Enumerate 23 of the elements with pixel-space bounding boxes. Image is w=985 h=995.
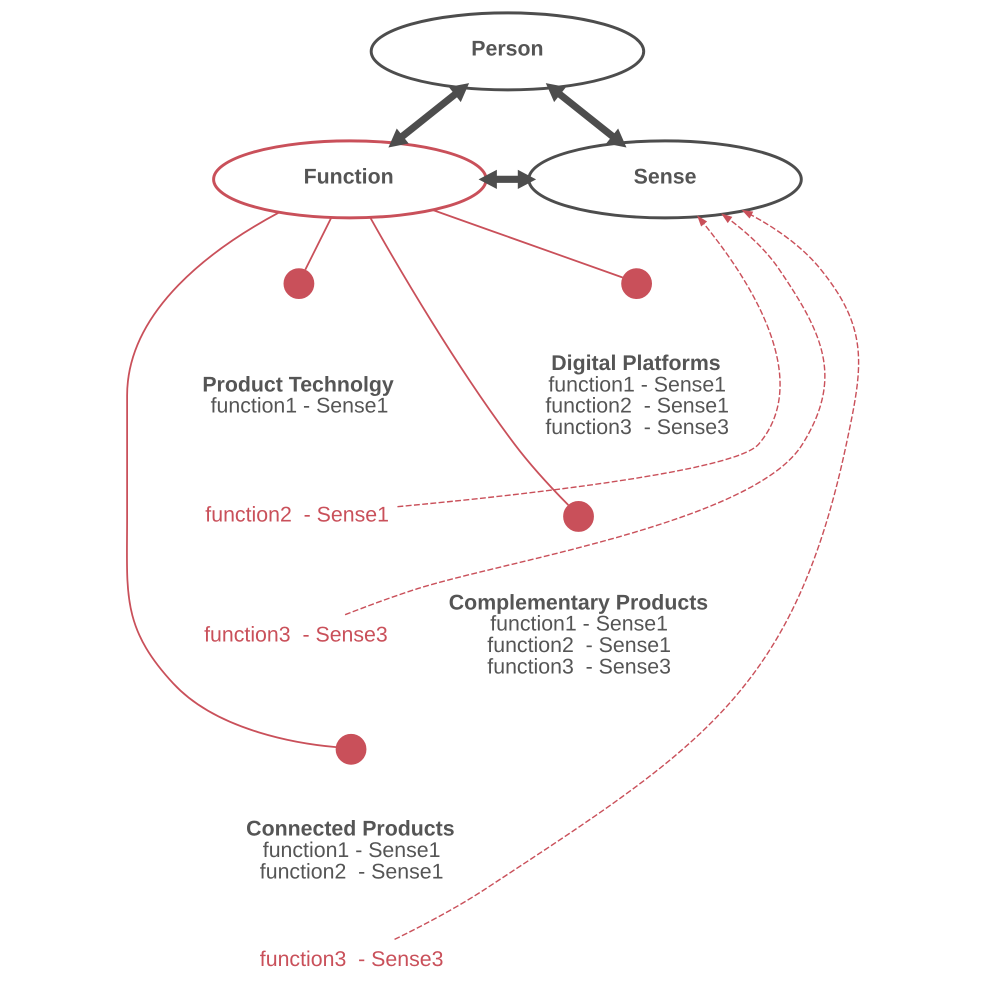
node-circle — [335, 734, 366, 765]
arrow — [545, 83, 626, 148]
arrow — [396, 215, 780, 508]
connector — [304, 218, 332, 270]
arrow — [478, 170, 536, 189]
node-text: function2 - Sense1 — [204, 502, 388, 527]
arrow — [394, 210, 859, 940]
node-label: function2 - Sense1 — [259, 859, 443, 884]
node-ellipse: Person — [369, 11, 645, 92]
connector — [369, 217, 569, 506]
node-label: Product Technolgy — [202, 372, 394, 396]
connector — [432, 209, 622, 278]
connector — [126, 212, 336, 748]
node-circle — [283, 268, 314, 300]
node-text: function3 - Sense3 — [259, 946, 443, 971]
node-label: Digital Platforms — [550, 351, 720, 376]
arrow — [388, 83, 469, 148]
arrow — [344, 213, 825, 616]
node-circle — [620, 268, 652, 300]
node-circle — [562, 501, 594, 532]
node-ellipse: Function — [212, 139, 488, 220]
node-text: function3 - Sense3 — [204, 622, 388, 646]
node-label: Complementary Products — [448, 590, 708, 614]
